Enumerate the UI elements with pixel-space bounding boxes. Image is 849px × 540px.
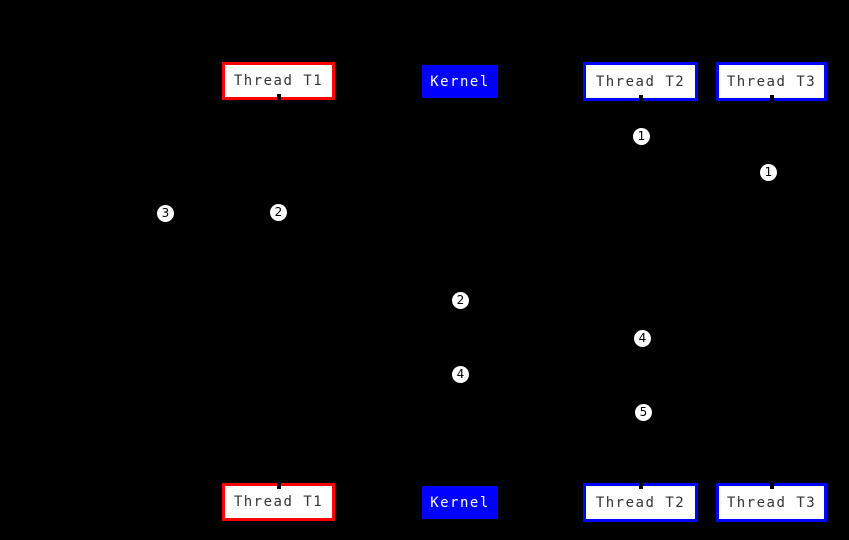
lifeline-head-label: Thread T2	[595, 73, 686, 90]
lifeline-head-thread-t3-top: Thread T3	[716, 62, 827, 101]
event-number: 5	[639, 405, 648, 419]
event-circle-2-kernel: 2	[452, 292, 469, 309]
lifeline-head-label: Thread T1	[233, 73, 324, 89]
event-circle-4-thread-t2: 4	[634, 330, 651, 347]
lifeline-tick	[638, 483, 643, 489]
event-circle-2-thread-t1: 2	[270, 204, 287, 221]
event-number: 3	[161, 206, 170, 220]
lifeline-foot-kernel-bottom: Kernel	[422, 486, 498, 519]
event-circle-1-thread-t3: 1	[760, 164, 777, 181]
event-number: 1	[764, 165, 773, 179]
lifeline-head-label: Kernel	[430, 73, 490, 90]
event-circle-4-kernel: 4	[452, 366, 469, 383]
lifeline-tick	[276, 94, 281, 100]
event-circle-5-thread-t2: 5	[635, 404, 652, 421]
event-number: 1	[637, 129, 646, 143]
lifeline-head-thread-t1-top: Thread T1	[222, 62, 335, 100]
lifeline-tick	[638, 95, 643, 101]
lifeline-foot-label: Thread T1	[233, 494, 324, 510]
event-circle-1-thread-t2: 1	[633, 128, 650, 145]
lifeline-foot-thread-t2-bottom: Thread T2	[583, 483, 698, 522]
event-number: 2	[456, 293, 465, 307]
lifeline-foot-label: Thread T3	[726, 494, 817, 511]
lifeline-foot-label: Thread T2	[595, 494, 686, 511]
event-number: 2	[274, 205, 283, 219]
event-circle-3: 3	[157, 205, 174, 222]
lifeline-foot-thread-t1-bottom: Thread T1	[222, 483, 335, 521]
lifeline-head-label: Thread T3	[726, 73, 817, 90]
lifeline-head-thread-t2-top: Thread T2	[583, 62, 698, 101]
lifeline-tick	[769, 95, 774, 101]
lifeline-foot-label: Kernel	[430, 494, 490, 511]
lifeline-head-kernel-top: Kernel	[422, 65, 498, 98]
lifeline-tick	[276, 483, 281, 489]
event-number: 4	[456, 367, 465, 381]
lifeline-tick	[769, 483, 774, 489]
lifeline-foot-thread-t3-bottom: Thread T3	[716, 483, 827, 522]
event-number: 4	[638, 331, 647, 345]
